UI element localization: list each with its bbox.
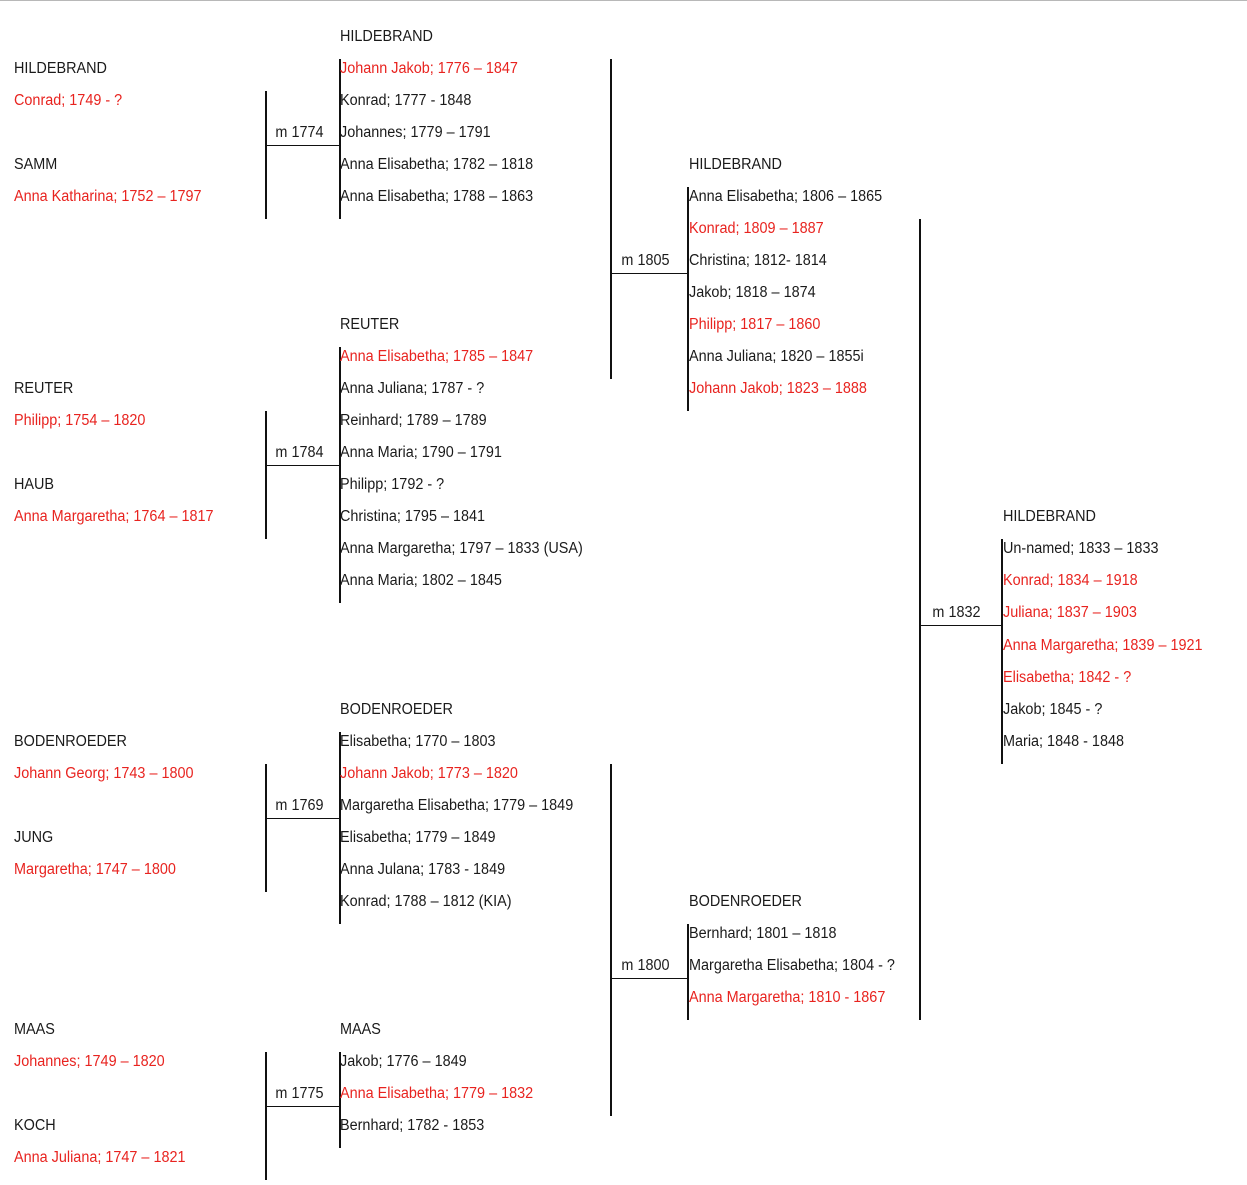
family-surname: MAAS — [340, 1021, 381, 1038]
child-entry: Anna Maria; 1802 – 1845 — [340, 572, 502, 589]
sibling-bracket — [339, 732, 341, 924]
child-entry: Anna Elisabetha; 1779 – 1832 — [340, 1085, 534, 1102]
person-name: Anna Margaretha; 1764 – 1817 — [14, 508, 214, 525]
marriage-connector — [611, 978, 688, 979]
child-entry: Christina; 1795 – 1841 — [340, 508, 486, 525]
person-name: Conrad; 1749 - ? — [14, 92, 123, 109]
sibling-bracket — [687, 924, 689, 1020]
child-entry: Johann Jakob; 1776 – 1847 — [340, 60, 518, 77]
child-entry: Johannes; 1779 – 1791 — [340, 124, 491, 141]
marriage-bracket — [610, 59, 612, 379]
child-entry: Philipp; 1792 - ? — [340, 476, 445, 493]
child-entry: Elisabetha; 1779 – 1849 — [340, 829, 496, 846]
child-entry: Anna Juliana; 1820 – 1855i — [689, 348, 864, 365]
marriage-connector — [266, 145, 340, 146]
sibling-bracket — [339, 59, 341, 219]
child-entry: Elisabetha; 1842 - ? — [1003, 669, 1132, 686]
marriage-connector — [611, 273, 688, 274]
marriage-bracket — [265, 764, 267, 892]
child-entry: Anna Elisabetha; 1806 – 1865 — [689, 188, 883, 205]
marriage-year-label: m 1805 — [621, 252, 670, 269]
child-entry: Anna Margaretha; 1797 – 1833 (USA) — [340, 540, 583, 557]
family-surname: HILDEBRAND — [689, 156, 782, 173]
surname-label: JUNG — [14, 829, 54, 846]
child-entry: Anna Julana; 1783 - 1849 — [340, 861, 506, 878]
child-entry: Christina; 1812- 1814 — [689, 252, 827, 269]
marriage-bracket — [265, 1052, 267, 1180]
surname-label: SAMM — [14, 156, 58, 173]
child-entry: Anna Maria; 1790 – 1791 — [340, 444, 502, 461]
child-entry: Anna Juliana; 1787 - ? — [340, 380, 485, 397]
child-entry: Margaretha Elisabetha; 1804 - ? — [689, 957, 895, 974]
family-surname: HILDEBRAND — [1003, 508, 1096, 525]
child-entry: Konrad; 1777 - 1848 — [340, 92, 472, 109]
child-entry: Jakob; 1845 - ? — [1003, 701, 1103, 718]
child-entry: Reinhard; 1789 – 1789 — [340, 412, 487, 429]
marriage-year-label: m 1774 — [275, 124, 324, 141]
child-entry: Anna Margaretha; 1810 - 1867 — [689, 989, 886, 1006]
child-entry: Jakob; 1776 – 1849 — [340, 1053, 467, 1070]
person-name: Philipp; 1754 – 1820 — [14, 412, 146, 429]
surname-label: BODENROEDER — [14, 733, 127, 750]
sibling-bracket — [687, 187, 689, 411]
child-entry: Anna Elisabetha; 1782 – 1818 — [340, 156, 534, 173]
surname-label: KOCH — [14, 1117, 56, 1134]
person-name: Johannes; 1749 – 1820 — [14, 1053, 165, 1070]
child-entry: Maria; 1848 - 1848 — [1003, 733, 1125, 750]
person-name: Johann Georg; 1743 – 1800 — [14, 765, 194, 782]
marriage-year-label: m 1832 — [932, 604, 981, 621]
family-surname: HILDEBRAND — [340, 28, 433, 45]
child-entry: Jakob; 1818 – 1874 — [689, 284, 816, 301]
surname-label: HILDEBRAND — [14, 60, 107, 77]
top-border — [0, 0, 1247, 1]
family-surname: BODENROEDER — [689, 893, 802, 910]
marriage-bracket — [919, 219, 921, 1020]
child-entry: Johann Jakob; 1823 – 1888 — [689, 380, 867, 397]
marriage-year-label: m 1784 — [275, 444, 324, 461]
child-entry: Anna Elisabetha; 1788 – 1863 — [340, 188, 534, 205]
child-entry: Elisabetha; 1770 – 1803 — [340, 733, 496, 750]
marriage-year-label: m 1769 — [275, 797, 324, 814]
marriage-connector — [266, 465, 340, 466]
child-entry: Konrad; 1809 – 1887 — [689, 220, 824, 237]
marriage-bracket — [265, 411, 267, 539]
marriage-connector — [266, 818, 340, 819]
surname-label: MAAS — [14, 1021, 55, 1038]
child-entry: Margaretha Elisabetha; 1779 – 1849 — [340, 797, 574, 814]
family-surname: REUTER — [340, 316, 400, 333]
child-entry: Anna Margaretha; 1839 – 1921 — [1003, 637, 1203, 654]
sibling-bracket — [339, 347, 341, 603]
sibling-bracket — [339, 1052, 341, 1148]
surname-label: HAUB — [14, 476, 55, 493]
child-entry: Konrad; 1834 – 1918 — [1003, 572, 1138, 589]
sibling-bracket — [1001, 539, 1003, 764]
child-entry: Anna Elisabetha; 1785 – 1847 — [340, 348, 534, 365]
child-entry: Bernhard; 1782 - 1853 — [340, 1117, 485, 1134]
marriage-bracket — [610, 764, 612, 1116]
marriage-year-label: m 1800 — [621, 957, 670, 974]
person-name: Anna Katharina; 1752 – 1797 — [14, 188, 202, 205]
family-surname: BODENROEDER — [340, 701, 453, 718]
surname-label: REUTER — [14, 380, 74, 397]
child-entry: Konrad; 1788 – 1812 (KIA) — [340, 893, 512, 910]
marriage-connector — [266, 1106, 340, 1107]
child-entry: Philipp; 1817 – 1860 — [689, 316, 821, 333]
child-entry: Juliana; 1837 – 1903 — [1003, 604, 1137, 621]
person-name: Margaretha; 1747 – 1800 — [14, 861, 176, 878]
child-entry: Bernhard; 1801 – 1818 — [689, 925, 837, 942]
marriage-year-label: m 1775 — [275, 1085, 324, 1102]
marriage-bracket — [265, 91, 267, 219]
person-name: Anna Juliana; 1747 – 1821 — [14, 1149, 186, 1166]
child-entry: Johann Jakob; 1773 – 1820 — [340, 765, 518, 782]
child-entry: Un-named; 1833 – 1833 — [1003, 540, 1159, 557]
marriage-connector — [920, 625, 1001, 626]
